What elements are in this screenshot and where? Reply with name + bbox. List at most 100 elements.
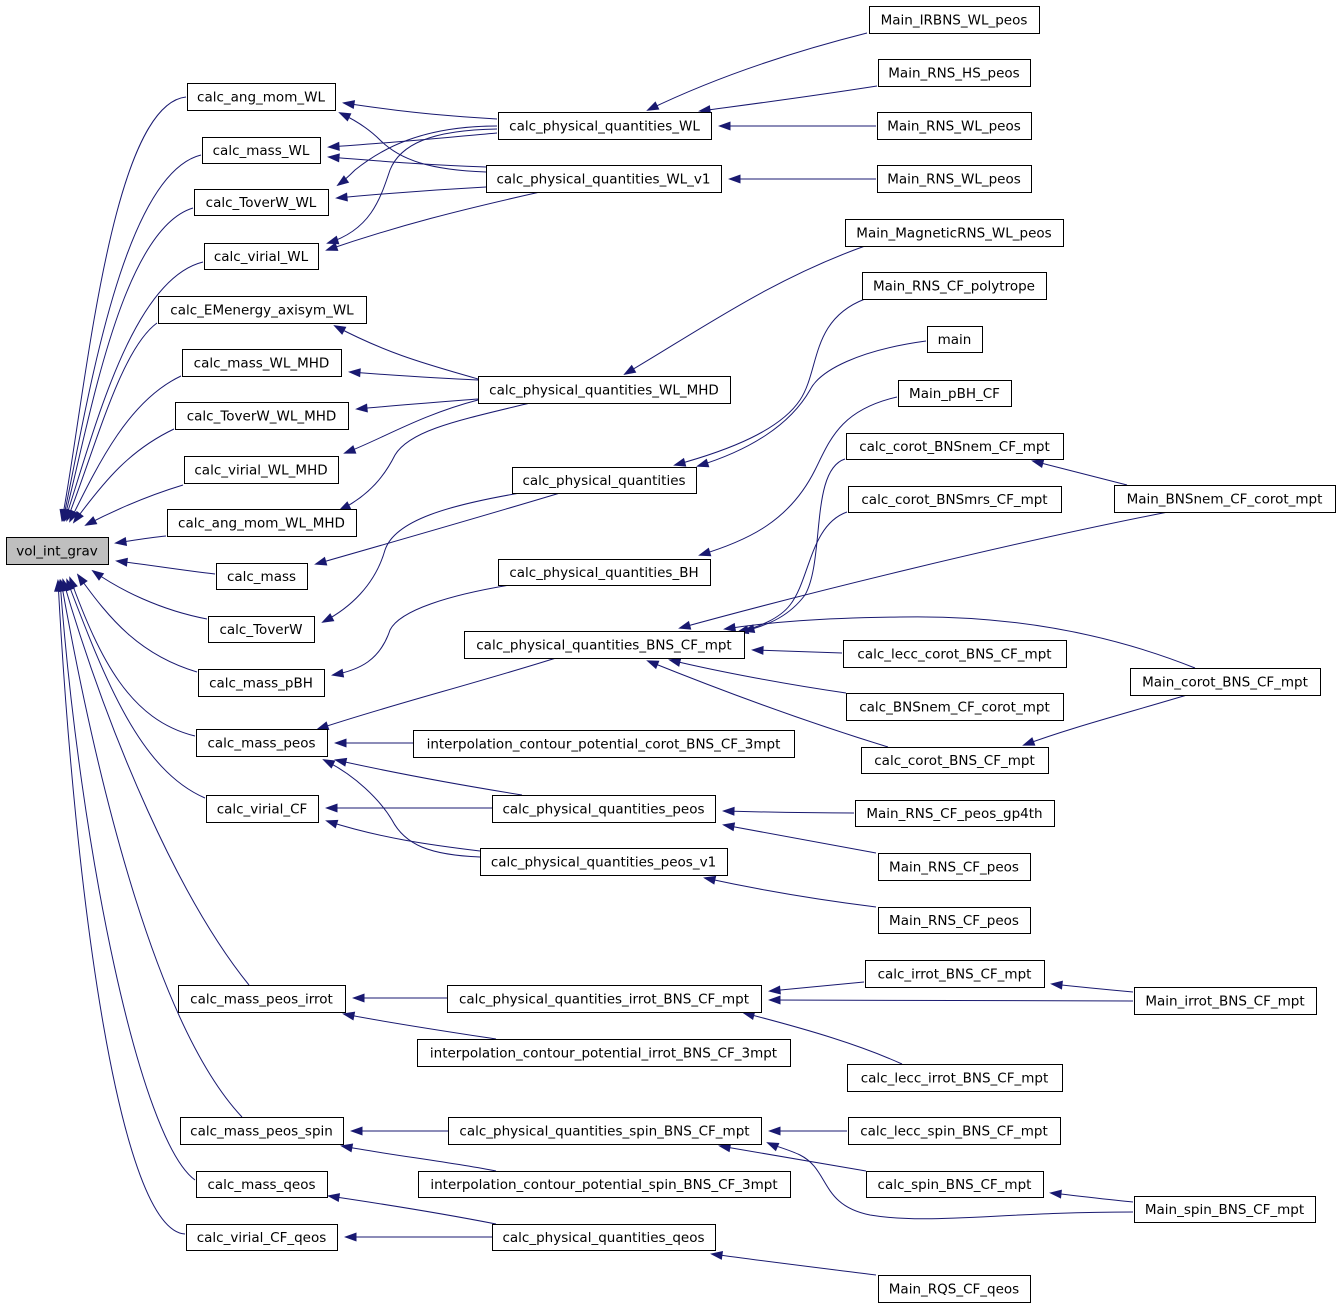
function-node[interactable]: calc_lecc_irrot_BNS_CF_mpt: [847, 1064, 1063, 1092]
function-node[interactable]: calc_corot_BNS_CF_mpt: [861, 747, 1049, 774]
node-label: Main_RNS_WL_peos: [887, 119, 1021, 135]
node-box: [492, 1224, 716, 1251]
node-label: calc_mass: [227, 569, 296, 585]
node-box: [6, 537, 109, 565]
function-node[interactable]: Main_RNS_WL_peos: [877, 112, 1032, 140]
node-box: [186, 1224, 338, 1251]
function-node[interactable]: main: [927, 326, 983, 353]
edge-line: [767, 1142, 1134, 1220]
node-label: interpolation_contour_potential_corot_BN…: [427, 737, 781, 753]
edge-n19-to-n1: [342, 100, 498, 120]
function-node[interactable]: calc_mass_peos: [196, 729, 328, 757]
edge-n54-to-n41: [1031, 459, 1128, 486]
node-box: [480, 848, 728, 876]
function-node[interactable]: Main_RNS_WL_peos: [877, 165, 1032, 193]
arrowhead-icon: [350, 1126, 363, 1136]
node-label: Main_irrot_BNS_CF_mpt: [1145, 994, 1304, 1010]
arrowhead-icon: [723, 622, 737, 632]
function-node[interactable]: calc_mass_WL: [202, 137, 321, 164]
function-node[interactable]: calc_irrot_BNS_CF_mpt: [865, 960, 1045, 988]
edge-n5-to-n0: [66, 322, 158, 522]
arrowhead-icon: [325, 242, 339, 251]
function-node[interactable]: calc_physical_quantities_irrot_BNS_CF_mp…: [447, 985, 762, 1013]
function-node[interactable]: calc_physical_quantities_WL_MHD: [478, 376, 731, 404]
node-box: [848, 486, 1062, 513]
function-node[interactable]: calc_mass_WL_MHD: [182, 349, 342, 377]
node-label: calc_lecc_spin_BNS_CF_mpt: [860, 1124, 1048, 1140]
function-node[interactable]: calc_virial_CF_qeos: [186, 1224, 338, 1251]
function-node[interactable]: calc_ToverW: [208, 616, 315, 643]
edge-line: [61, 96, 187, 521]
arrowhead-icon: [338, 112, 352, 122]
arrowhead-icon: [325, 819, 339, 829]
function-node[interactable]: interpolation_contour_potential_corot_BN…: [413, 730, 795, 758]
function-node[interactable]: Main_RNS_CF_polytrope: [862, 272, 1047, 300]
function-node[interactable]: calc_corot_BNSnem_CF_mpt: [846, 433, 1064, 460]
node-label: calc_virial_WL: [214, 249, 309, 265]
function-node[interactable]: calc_ang_mom_WL_MHD: [167, 509, 357, 537]
function-node[interactable]: Main_RNS_HS_peos: [878, 59, 1031, 87]
function-node[interactable]: Main_pBH_CF: [898, 380, 1012, 407]
node-box: [512, 467, 697, 494]
function-node[interactable]: interpolation_contour_potential_irrot_BN…: [417, 1039, 791, 1067]
edge-n42-to-n24: [736, 511, 848, 635]
function-node[interactable]: calc_corot_BNSmrs_CF_mpt: [848, 486, 1062, 513]
function-node[interactable]: Main_irrot_BNS_CF_mpt: [1134, 987, 1317, 1015]
function-node[interactable]: calc_mass_peos_spin: [180, 1117, 344, 1145]
function-node[interactable]: Main_corot_BNS_CF_mpt: [1130, 668, 1321, 696]
function-node[interactable]: calc_physical_quantities_BH: [498, 559, 711, 586]
function-node[interactable]: Main_RNS_CF_peos: [878, 853, 1031, 881]
function-node[interactable]: interpolation_contour_potential_spin_BNS…: [418, 1171, 791, 1198]
node-label: calc_virial_WL_MHD: [194, 463, 327, 479]
function-node[interactable]: Main_spin_BNS_CF_mpt: [1134, 1196, 1316, 1223]
edge-n50-to-n28: [742, 1011, 903, 1065]
function-node[interactable]: calc_mass_qeos: [196, 1171, 328, 1198]
function-node[interactable]: calc_ang_mom_WL: [187, 83, 336, 111]
function-node[interactable]: Main_RQS_CF_qeos: [878, 1275, 1031, 1303]
arrowhead-icon: [327, 153, 340, 163]
function-node[interactable]: Main_BNSnem_CF_corot_mpt: [1114, 485, 1336, 513]
function-node[interactable]: calc_virial_WL_MHD: [184, 456, 339, 484]
function-node[interactable]: calc_virial_CF: [206, 795, 319, 823]
function-node[interactable]: calc_physical_quantities_WL: [498, 112, 712, 140]
edge-n26-to-n13: [334, 757, 523, 796]
function-node[interactable]: calc_BNSnem_CF_corot_mpt: [846, 693, 1064, 721]
focus-function-node[interactable]: vol_int_grav: [6, 537, 109, 565]
arrowhead-icon: [344, 1232, 357, 1242]
function-node[interactable]: calc_mass_peos_irrot: [178, 985, 346, 1013]
function-node[interactable]: calc_physical_quantities_peos_v1: [480, 848, 728, 876]
function-node[interactable]: calc_ToverW_WL_MHD: [175, 402, 349, 430]
arrowhead-icon: [342, 1011, 356, 1021]
function-node[interactable]: calc_physical_quantities_WL_v1: [486, 165, 722, 193]
node-label: calc_corot_BNSnem_CF_mpt: [859, 439, 1050, 455]
edge-line: [343, 1013, 497, 1040]
function-node[interactable]: calc_mass: [216, 563, 308, 590]
function-node[interactable]: calc_EMenergy_axisym_WL: [158, 296, 367, 324]
function-node[interactable]: calc_lecc_corot_BNS_CF_mpt: [843, 640, 1067, 668]
function-node[interactable]: Main_RNS_CF_peos_gp4th: [855, 800, 1055, 827]
arrowhead-icon: [348, 368, 361, 378]
edge-line: [62, 154, 202, 521]
edge-n21-to-n8: [343, 399, 479, 454]
function-node[interactable]: calc_ToverW_WL: [194, 189, 329, 216]
node-box: [861, 747, 1049, 774]
function-node[interactable]: calc_physical_quantities_peos: [492, 795, 716, 823]
function-node[interactable]: calc_lecc_spin_BNS_CF_mpt: [848, 1117, 1061, 1145]
function-node[interactable]: calc_mass_pBH: [198, 669, 325, 697]
edge-line: [322, 492, 521, 623]
function-node[interactable]: calc_physical_quantities_BNS_CF_mpt: [464, 631, 745, 659]
node-box: [877, 112, 1032, 140]
node-label: Main_RNS_WL_peos: [887, 172, 1021, 188]
function-node[interactable]: calc_physical_quantities: [512, 467, 697, 494]
function-node[interactable]: Main_RNS_CF_peos: [878, 907, 1031, 934]
function-node[interactable]: calc_spin_BNS_CF_mpt: [866, 1171, 1044, 1198]
edge-line: [326, 191, 541, 251]
node-label: Main_spin_BNS_CF_mpt: [1145, 1202, 1304, 1218]
function-node[interactable]: calc_physical_quantities_qeos: [492, 1224, 716, 1251]
function-node[interactable]: Main_MagneticRNS_WL_peos: [845, 219, 1064, 247]
function-node[interactable]: Main_IRBNS_WL_peos: [869, 6, 1040, 34]
function-node[interactable]: calc_virial_WL: [204, 243, 319, 270]
arrowhead-icon: [331, 668, 345, 678]
node-box: [447, 985, 762, 1013]
function-node[interactable]: calc_physical_quantities_spin_BNS_CF_mpt: [448, 1117, 762, 1145]
